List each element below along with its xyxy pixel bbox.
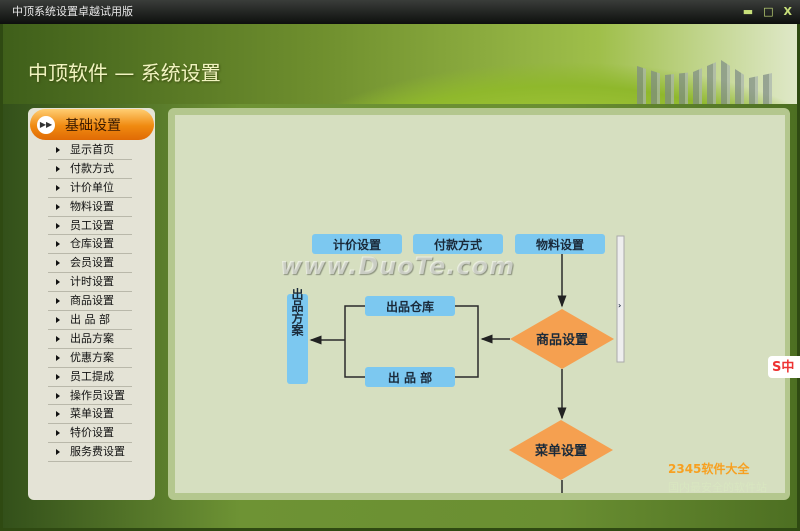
box-pricing-label: 计价设置 (333, 237, 381, 252)
sidebar (28, 108, 155, 500)
box-dept-label: 出 品 部 (388, 370, 432, 385)
2345-watermark-sub: 国内最安全的软件站 (668, 481, 767, 494)
arrow-right-icon (56, 222, 60, 229)
sidebar-item-label: 会员设置 (70, 256, 114, 270)
window-title: 中顶系统设置卓越试用版 (12, 5, 133, 18)
sidebar-item[interactable]: 服务费设置 (48, 443, 132, 463)
sidebar-item-label: 员工提成 (70, 369, 114, 383)
box-plan-label: 出品方案 (290, 287, 304, 337)
sidebar-item[interactable]: 出品方案 (48, 330, 132, 349)
arrow-right-icon (56, 373, 60, 380)
arrow-right-icon (56, 203, 60, 210)
sidebar-item-label: 仓库设置 (70, 237, 114, 251)
arrow-right-icon (56, 146, 60, 153)
minimize-button[interactable]: ▬ (742, 5, 754, 18)
arrow-right-icon (56, 298, 60, 305)
sogou-ime-icon[interactable]: S中 (768, 356, 800, 378)
sidebar-item-label: 计价单位 (70, 180, 114, 194)
sidebar-item[interactable]: 商品设置 (48, 292, 132, 312)
sidebar-item-label: 特价设置 (70, 426, 114, 440)
sidebar-item[interactable]: 计时设置 (48, 273, 132, 293)
box-material-label: 物料设置 (536, 237, 584, 252)
sidebar-item-label: 出品方案 (70, 331, 114, 345)
sidebar-item[interactable]: 仓库设置 (48, 235, 132, 255)
sidebar-item-label: 服务费设置 (70, 445, 125, 459)
sidebar-item[interactable]: 显示首页 (48, 141, 132, 160)
box-plan[interactable] (287, 294, 308, 384)
arrow-right-icon (56, 165, 60, 172)
app-title: 中顶软件 — 系统设置 (28, 61, 221, 85)
sidebar-item-label: 显示首页 (70, 142, 114, 156)
diamond-menu[interactable] (509, 420, 613, 480)
sidebar-menu: 显示首页付款方式计价单位物料设置员工设置仓库设置会员设置计时设置商品设置出 品 … (48, 141, 132, 463)
sidebar-item-label: 操作员设置 (70, 388, 125, 402)
2345-watermark-title: 2345软件大全 (668, 462, 750, 476)
diamond-menu-label: 菜单设置 (534, 443, 587, 459)
box-warehouse[interactable] (365, 296, 455, 316)
diagram-canvas (175, 115, 785, 493)
arrow-right-icon (56, 279, 60, 286)
scrollbar[interactable]: › (616, 235, 625, 363)
sidebar-item[interactable]: 优惠方案 (48, 349, 132, 368)
arrow-right-icon (56, 411, 60, 418)
arrow-right-icon (56, 241, 60, 248)
sidebar-item[interactable]: 计价单位 (48, 179, 132, 198)
svg-text:›: › (618, 301, 621, 310)
box-payment[interactable] (413, 234, 503, 254)
sidebar-item[interactable]: 会员设置 (48, 254, 132, 274)
sidebar-item-label: 员工设置 (70, 218, 114, 232)
banner (3, 24, 797, 114)
sidebar-item[interactable]: 付款方式 (48, 160, 132, 179)
sidebar-item[interactable]: 员工提成 (48, 368, 132, 387)
diamond-goods-label: 商品设置 (536, 332, 588, 348)
arrow-right-icon (56, 260, 60, 267)
arrow-right-icon (56, 316, 60, 323)
arrow-right-icon (56, 449, 60, 456)
sidebar-item[interactable]: 菜单设置 (48, 405, 132, 425)
expand-icon: ▶▶ (37, 115, 55, 134)
maximize-button[interactable]: □ (763, 5, 774, 18)
sidebar-item[interactable]: 操作员设置 (48, 387, 132, 406)
arrow-right-icon (56, 184, 60, 191)
box-warehouse-label: 出品仓库 (386, 299, 434, 314)
duote-watermark: www.DuoTe.com (280, 252, 515, 280)
sidebar-item[interactable]: 物料设置 (48, 198, 132, 217)
sidebar-heading[interactable]: ▶▶ 基础设置 (30, 109, 154, 140)
sidebar-item-label: 出 品 部 (70, 312, 110, 326)
2345-watermark: 2345软件大全国内最安全的软件站 (668, 460, 767, 497)
diamond-goods[interactable] (510, 309, 614, 369)
sidebar-item[interactable]: 出 品 部 (48, 311, 132, 330)
box-pricing[interactable] (312, 234, 402, 254)
sidebar-item[interactable]: 特价设置 (48, 424, 132, 444)
sidebar-item-label: 物料设置 (70, 199, 114, 213)
sidebar-item[interactable]: 员工设置 (48, 217, 132, 236)
sidebar-heading-label: 基础设置 (65, 117, 121, 134)
sidebar-item-label: 付款方式 (70, 161, 114, 175)
box-material[interactable] (515, 234, 605, 254)
arrow-right-icon (56, 392, 60, 399)
box-payment-label: 付款方式 (434, 237, 482, 252)
sidebar-item-label: 优惠方案 (70, 350, 114, 364)
title-bar: 中顶系统设置卓越试用版 ▬ □ X (0, 0, 800, 24)
sidebar-item-label: 商品设置 (70, 294, 114, 308)
arrow-right-icon (56, 335, 60, 342)
box-dept[interactable] (365, 367, 455, 387)
sidebar-item-label: 计时设置 (70, 275, 114, 289)
close-button[interactable]: X (783, 5, 792, 18)
arrow-right-icon (56, 354, 60, 361)
sidebar-item-label: 菜单设置 (70, 407, 114, 421)
arrow-right-icon (56, 430, 60, 437)
